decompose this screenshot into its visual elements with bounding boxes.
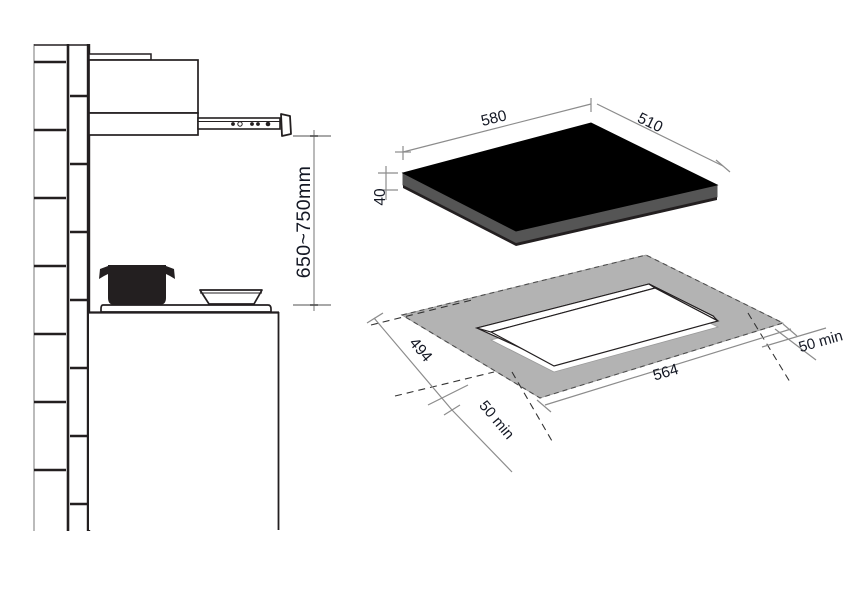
height-dimension: 650~750mm [293, 130, 331, 311]
frying-pan [199, 289, 263, 305]
clearance-side-dimension: 50 min [761, 327, 845, 361]
hob-width-label: 580 [479, 107, 509, 130]
cutout-isometric-view: 494 564 50 min 50 min [366, 254, 845, 473]
cooking-pot [99, 265, 175, 305]
height-dimension-label: 650~750mm [293, 166, 315, 279]
hob-depth-label: 510 [635, 110, 666, 137]
cutout-width-label: 564 [651, 361, 681, 385]
clearance-side-label: 50 min [797, 327, 845, 356]
side-elevation-view: 650~750mm [33, 44, 331, 531]
cooker-hood [88, 53, 199, 136]
brick-wall [33, 44, 91, 531]
clearance-front-label: 50 min [475, 397, 517, 442]
slide-out-panel [197, 117, 281, 130]
cutout-opening [474, 283, 720, 367]
worktop-cabinet [89, 311, 280, 530]
worktop-outline-dashed [400, 254, 785, 399]
hood-handle[interactable] [280, 113, 292, 137]
cutout-width-dimension: 564 [536, 323, 798, 413]
brick-courses [34, 44, 89, 531]
hob-height-dimension: 40 [372, 166, 398, 206]
clearance-front-dimension: 50 min [427, 384, 517, 473]
hob-isometric-view: 580 510 40 [372, 98, 731, 246]
hob-width-dimension: 580 [395, 98, 592, 160]
hood-control-dots[interactable] [231, 121, 271, 127]
hob-height-label: 40 [372, 188, 389, 206]
projection-lines [370, 299, 791, 442]
hob-plate [100, 304, 272, 313]
